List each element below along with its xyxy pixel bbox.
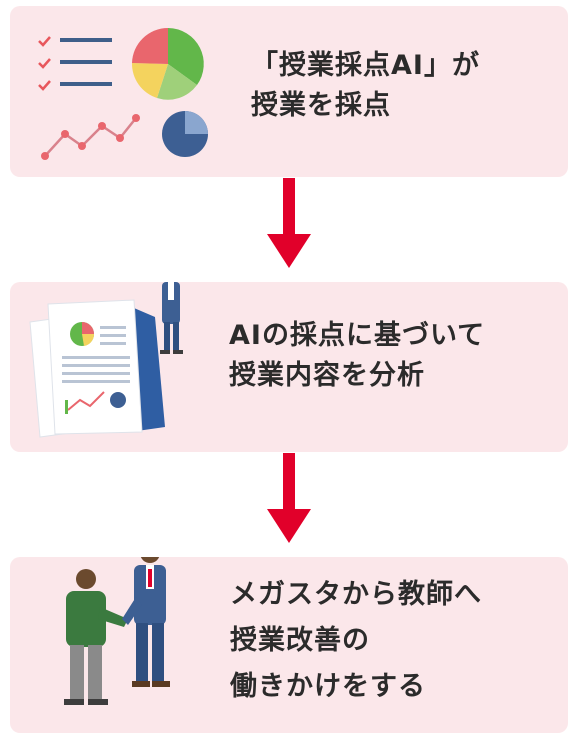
down-arrow-icon [267, 178, 311, 268]
step-2-text: AIの採点に基づいて 授業内容を分析 [229, 316, 485, 396]
pie-chart-icon [131, 27, 204, 100]
small-pie-chart-icon [162, 111, 208, 157]
down-arrow-icon [267, 453, 311, 543]
step-3-line-1: メガスタから教師へ [230, 579, 482, 610]
step-3-line-3: 働きかけをする [230, 671, 426, 702]
step-1-text: 「授業採点AI」が 授業を採点 [251, 46, 480, 126]
checklist-icon [38, 36, 112, 91]
step-1-line-1: 「授業採点AI」が [251, 50, 480, 81]
step-3-text: メガスタから教師へ 授業改善の 働きかけをする [230, 572, 482, 710]
report-documents-icon [29, 299, 165, 438]
handshake-icon [64, 557, 170, 705]
step-1-illustration [38, 27, 208, 160]
step-2-illustration [29, 282, 183, 438]
step-3-card: メガスタから教師へ 授業改善の 働きかけをする [10, 557, 568, 733]
step-1-line-2: 授業を採点 [251, 90, 391, 121]
step-2-line-1: AIの採点に基づいて [229, 320, 486, 351]
line-graph-icon [41, 114, 140, 160]
step-2-card: AIの採点に基づいて 授業内容を分析 [10, 282, 568, 452]
analyst-with-magnifier-icon [160, 282, 183, 354]
step-2-line-2: 授業内容を分析 [229, 360, 425, 391]
step-1-card: 「授業採点AI」が 授業を採点 [10, 6, 568, 177]
step-3-line-2: 授業改善の [230, 625, 370, 656]
